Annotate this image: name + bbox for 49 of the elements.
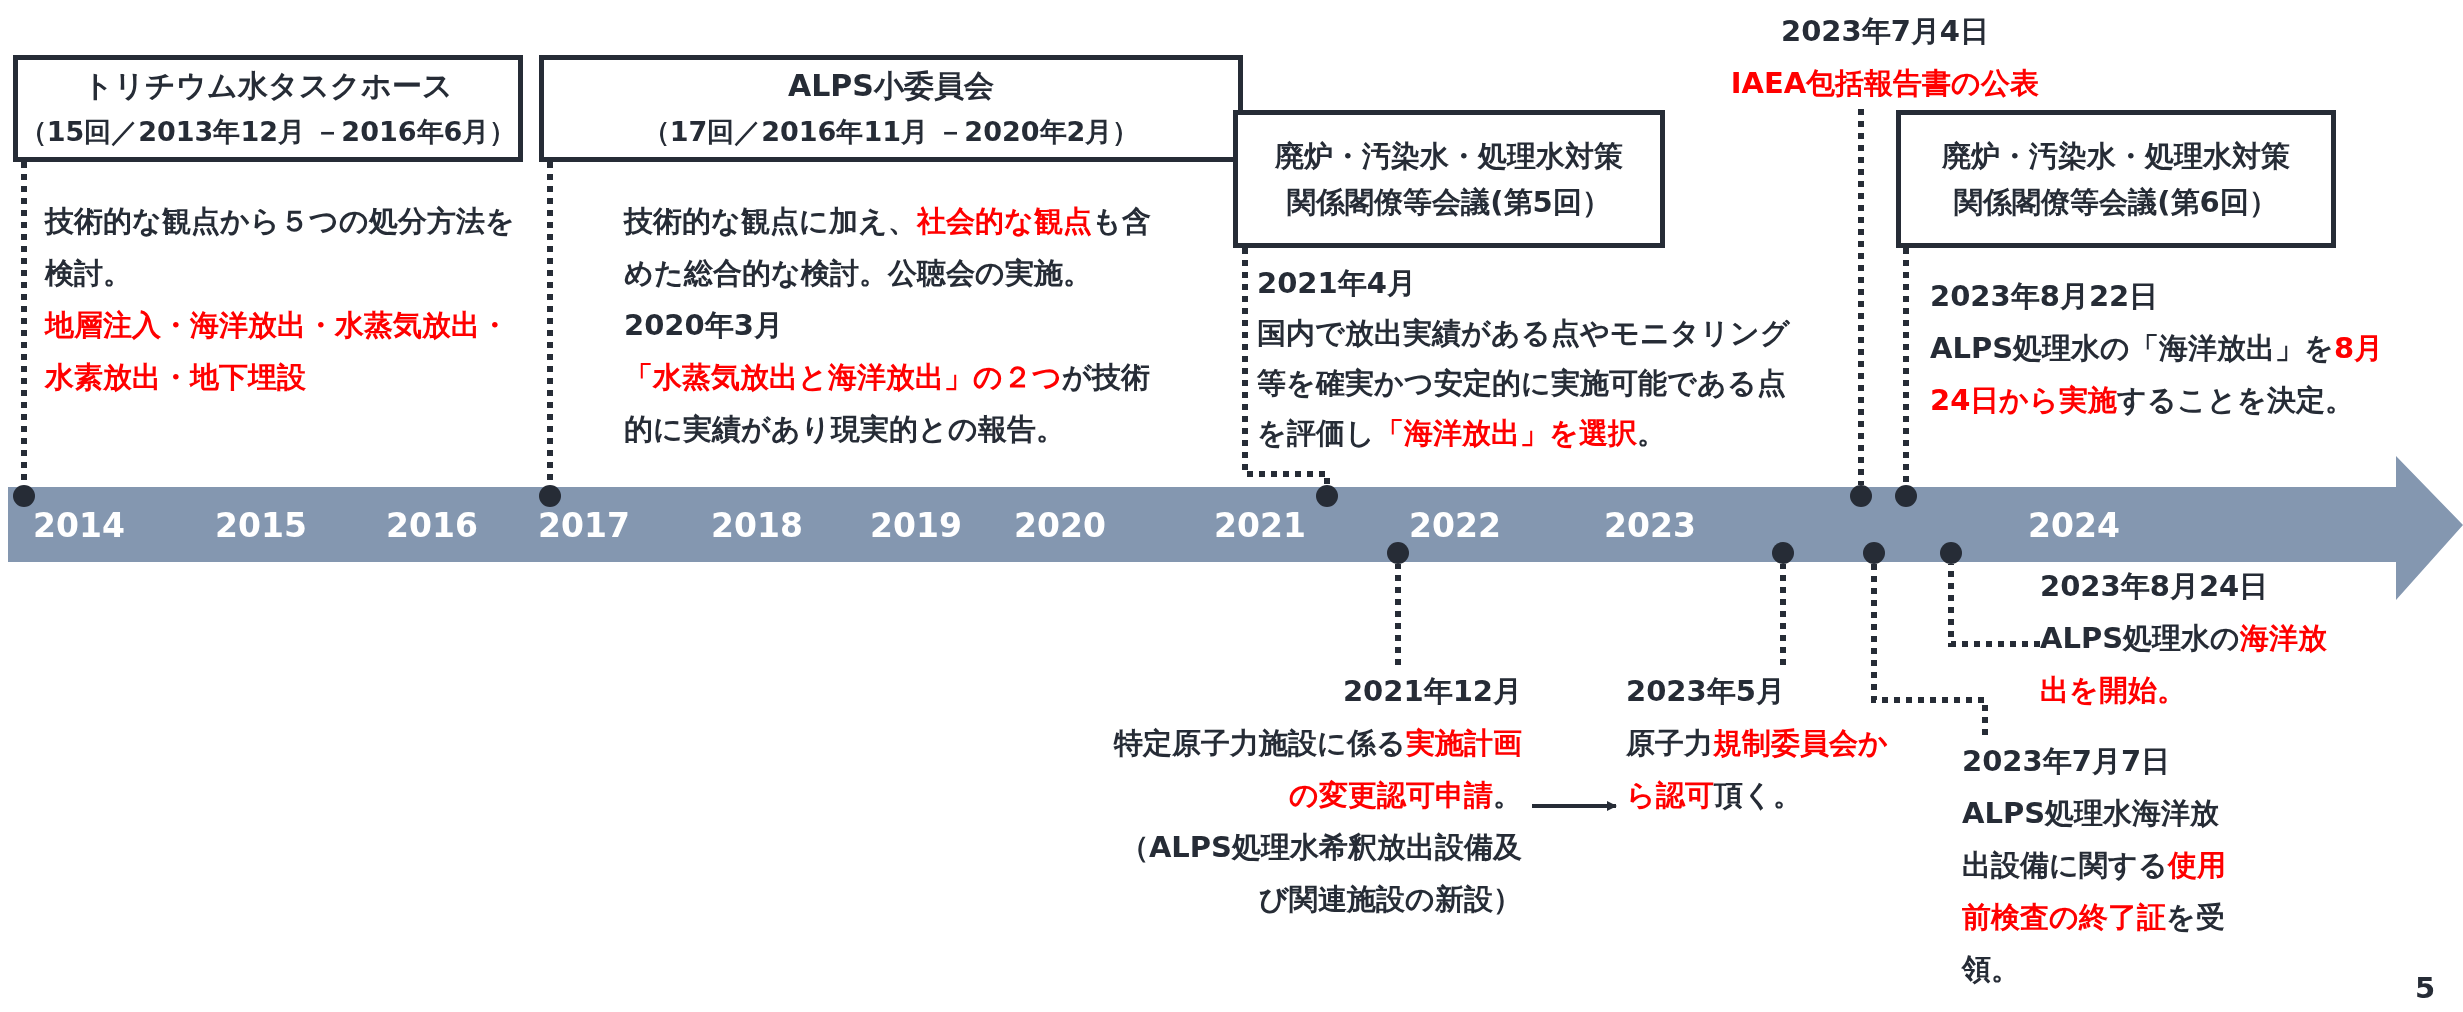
timeline-dot	[1850, 485, 1872, 507]
year-label: 2024	[2028, 506, 2120, 546]
leader-line	[1242, 248, 1330, 485]
leader-line	[1871, 564, 1988, 735]
event-text: 2023年7月7日	[1962, 743, 2172, 780]
leader-line	[1948, 564, 2040, 647]
timeline-dot	[1316, 485, 1338, 507]
arrow	[1532, 801, 1617, 811]
event-text: 特定原子力施設に係る実施計画の変更認可申請。	[1112, 725, 1522, 814]
title-box: 廃炉・汚染水・処理水対策関係閣僚等会議(第6回）	[1896, 110, 2336, 248]
event-text: IAEA包括報告書の公表	[1729, 65, 2041, 102]
year-label: 2021	[1214, 506, 1306, 546]
leader-line	[1903, 248, 1909, 485]
year-label: 2017	[538, 506, 630, 546]
event-text: 技術的な観点に加え、社会的な観点も含めた総合的な検討。公聴会の実施。	[624, 203, 1152, 292]
event-text: （ALPS処理水希釈放出設備及び関連施設の新設）	[1118, 829, 1522, 918]
event-text: 2023年5月	[1626, 673, 1786, 710]
year-label: 2020	[1014, 506, 1106, 546]
year-label: 2019	[870, 506, 962, 546]
event-text: 2023年8月22日	[1930, 278, 2160, 315]
page-number: 5	[2415, 970, 2436, 1007]
title-box: 廃炉・汚染水・処理水対策関係閣僚等会議(第5回）	[1233, 110, 1665, 248]
event-text: 2021年4月	[1257, 265, 1417, 302]
year-label: 2018	[711, 506, 803, 546]
event-text: 技術的な観点から５つの処分方法を検討。	[45, 203, 516, 292]
leader-line	[1858, 109, 1864, 485]
year-label: 2022	[1409, 506, 1501, 546]
title-box: トリチウム水タスクホース （15回／2013年12月 －2016年6月）	[13, 55, 523, 162]
leader-line	[1780, 564, 1786, 665]
year-label: 2023	[1604, 506, 1696, 546]
event-text: 2020年3月	[624, 307, 784, 344]
timeline-dot	[539, 485, 561, 507]
event-text: 2021年12月	[1341, 673, 1522, 710]
event-text: ALPS処理水の「海洋放出」を8月24日から実施することを決定。	[1930, 330, 2385, 419]
event-text: 原子力規制委員会から認可頂く。	[1626, 725, 1889, 814]
timeline-dot	[1895, 485, 1917, 507]
event-text: 2023年7月4日	[1779, 13, 1991, 50]
year-label: 2016	[386, 506, 478, 546]
event-text: ALPS処理水の海洋放出を開始。	[2040, 620, 2329, 709]
year-label: 2014	[33, 506, 125, 546]
event-text: 2023年8月24日	[2040, 568, 2270, 605]
event-text: 地層注入・海洋放出・水蒸気放出・水素放出・地下埋設	[45, 307, 510, 396]
timeline-dot	[13, 485, 35, 507]
event-text: ALPS処理水海洋放出設備に関する使用前検査の終了証を受領。	[1962, 795, 2227, 988]
event-text: 「水蒸気放出と海洋放出」の２つが技術的に実績があり現実的との報告。	[624, 359, 1151, 448]
event-text: 国内で放出実績がある点やモニタリング等を確実かつ安定的に実施可能である点を評価し「海洋放出」を選択。	[1257, 315, 1791, 452]
year-label: 2015	[215, 506, 307, 546]
title-box: ALPS小委員会 （17回／2016年11月 －2020年2月）	[539, 55, 1243, 162]
leader-line	[1395, 564, 1401, 665]
